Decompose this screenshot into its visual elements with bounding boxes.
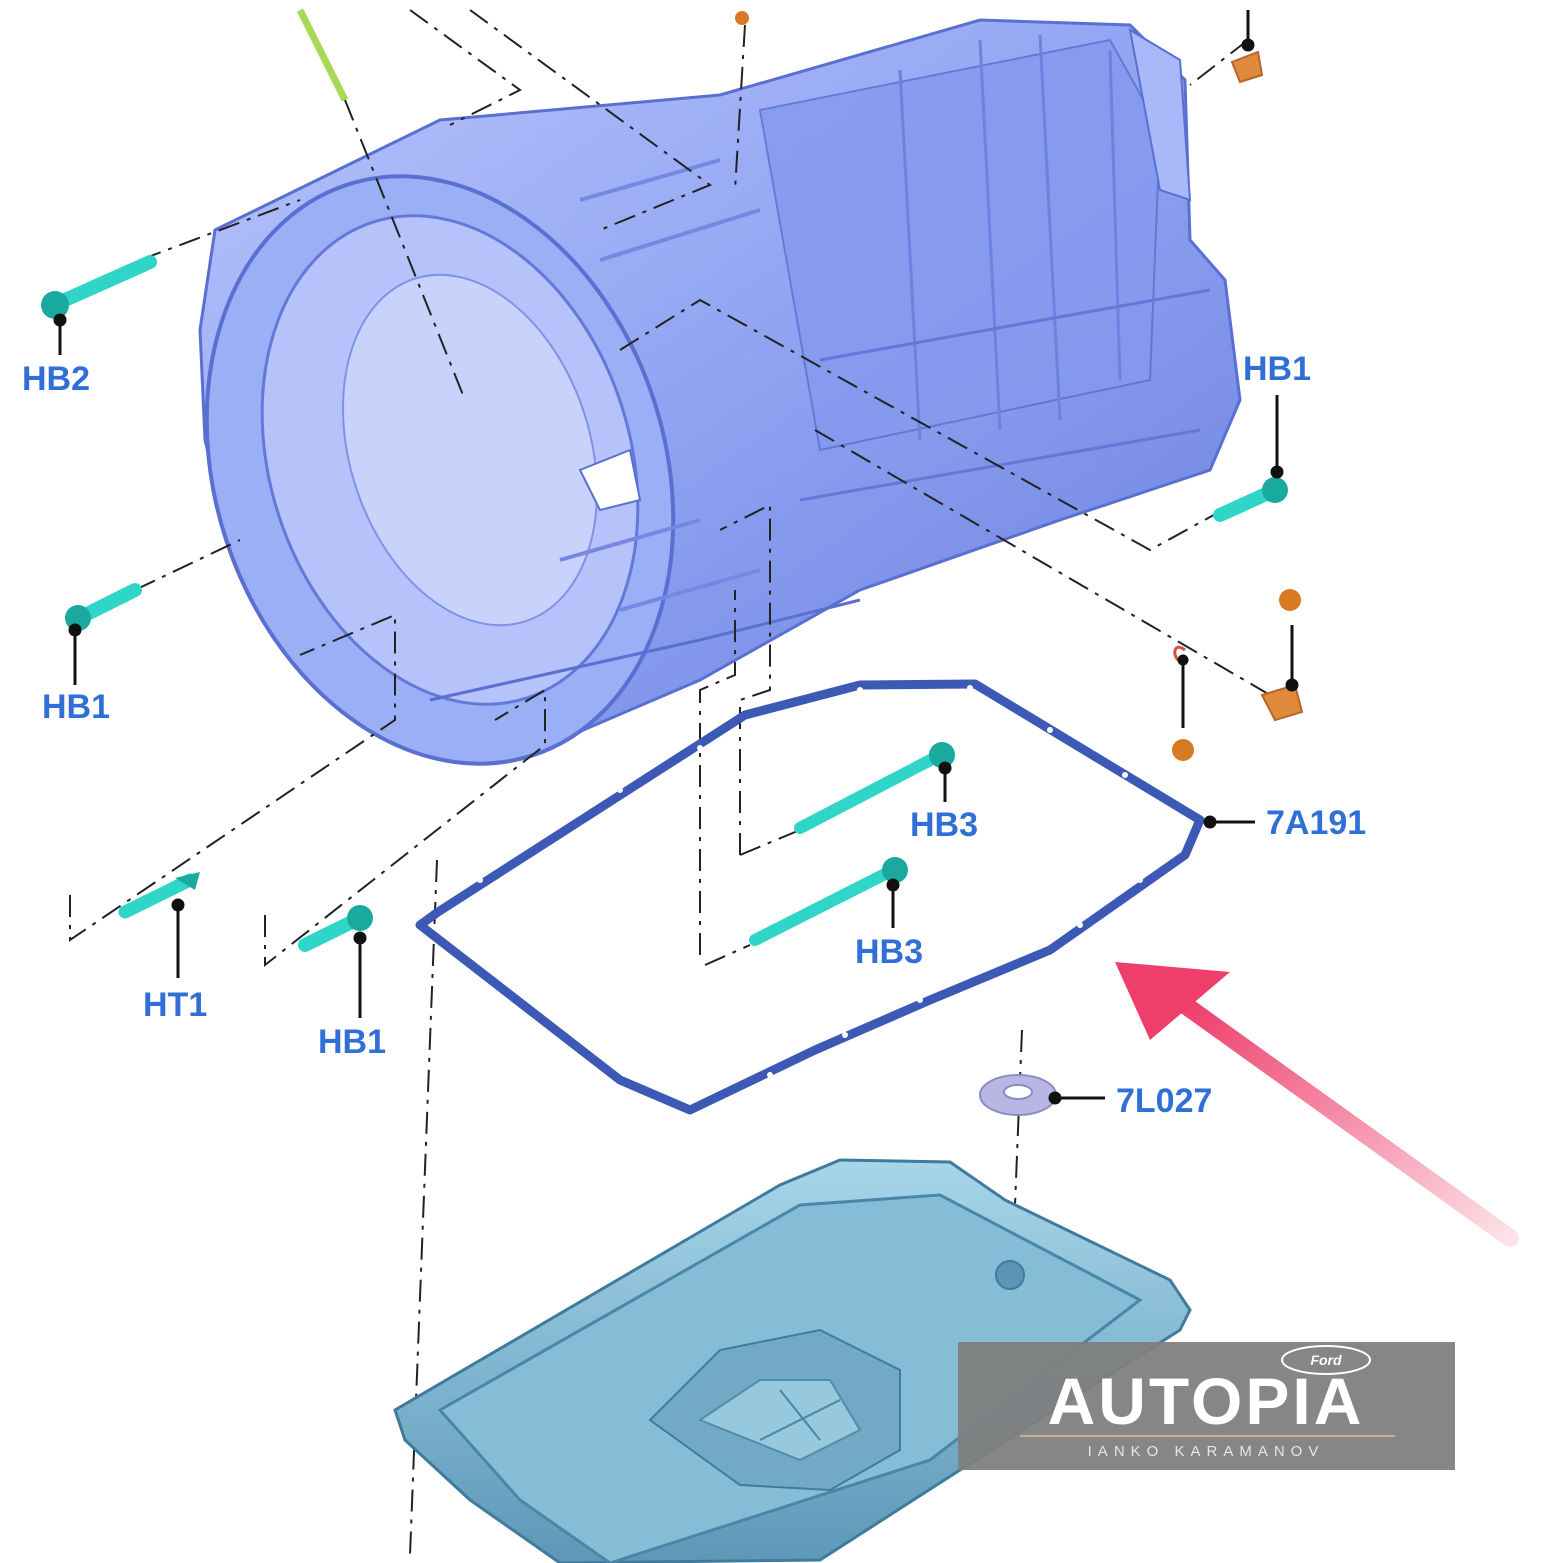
watermark-subtitle: IANKO KARAMANOV — [1088, 1443, 1325, 1460]
bolt-hb1-left — [65, 583, 142, 631]
ford-oval-icon — [1281, 1345, 1371, 1375]
label-7l027: 7L027 — [1116, 1082, 1212, 1120]
dipstick-tube — [296, 8, 349, 102]
bolt-hb1-bottom — [298, 905, 373, 952]
label-hb1-right: HB1 — [1243, 350, 1311, 388]
bolt-hb3-upper — [794, 742, 955, 834]
watermark: Ford AUTOPIA IANKO KARAMANOV — [958, 1342, 1455, 1470]
watermark-oval-text: Ford — [1310, 1352, 1342, 1368]
oil-pan-gasket — [415, 679, 1205, 1115]
label-ht1: HT1 — [143, 986, 207, 1024]
part-labels: HB2 HB1 HB1 HB3 7A191 HB3 HT1 HB1 7L027 — [22, 350, 1366, 1120]
transmission-housing — [198, 18, 1242, 766]
label-hb3-upper: HB3 — [910, 806, 978, 844]
label-hb3-lower: HB3 — [855, 933, 923, 971]
label-hb1-bottom: HB1 — [318, 1023, 386, 1061]
label-hb2: HB2 — [22, 360, 90, 398]
stud-ht1 — [118, 872, 200, 919]
label-7a191: 7A191 — [1266, 804, 1366, 842]
oil-pan — [393, 1158, 1192, 1563]
washer-7l027 — [979, 1074, 1057, 1116]
bolt-hb3-lower — [749, 857, 908, 946]
gasket-holes — [477, 685, 1183, 1103]
callout-arrow-icon — [1115, 962, 1519, 1247]
label-hb1-left: HB1 — [42, 688, 110, 726]
leader-lines — [53, 10, 1299, 1105]
bolt-hb1-right — [1213, 477, 1288, 522]
bolt-hb2 — [41, 255, 157, 319]
cooler-fittings — [735, 11, 1304, 761]
watermark-title: AUTOPIA — [1048, 1364, 1365, 1438]
